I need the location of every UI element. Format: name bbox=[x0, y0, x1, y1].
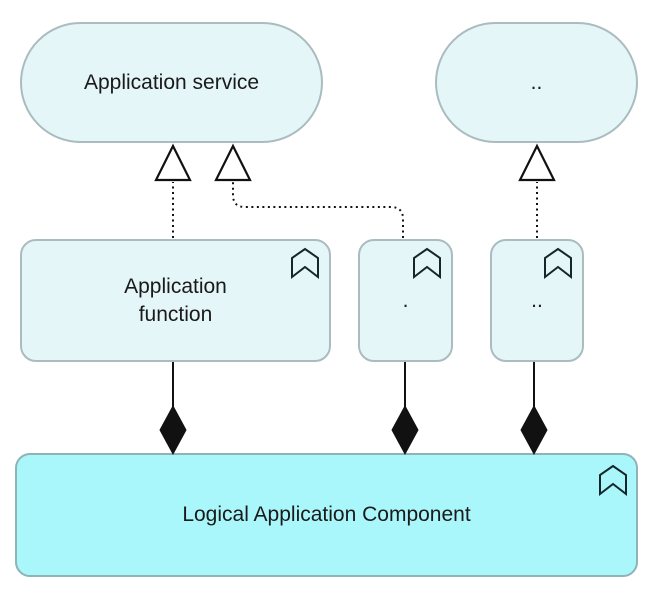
node-application-function-small-2: .. bbox=[490, 239, 584, 362]
filled-diamond bbox=[520, 404, 548, 456]
node-application-service-other-label: .. bbox=[530, 70, 543, 94]
composition-connector-1 bbox=[159, 362, 187, 456]
realization-connector-1 bbox=[154, 143, 192, 238]
composition-connector-2 bbox=[391, 362, 419, 456]
node-logical-application-component-label: Logical Application Component bbox=[182, 503, 471, 526]
filled-diamond bbox=[159, 404, 187, 456]
double-chevron-up-icon bbox=[599, 464, 627, 497]
hollow-triangle-arrowhead bbox=[154, 143, 192, 182]
double-chevron-up-icon bbox=[544, 247, 572, 280]
double-chevron-up-icon bbox=[291, 247, 319, 280]
composition-connector-3 bbox=[520, 362, 548, 456]
realization-line bbox=[232, 182, 404, 238]
node-application-function-label: Application function bbox=[124, 274, 227, 326]
hollow-triangle-arrowhead bbox=[214, 143, 252, 182]
node-application-function: Application function bbox=[20, 239, 331, 362]
realization-connector-3 bbox=[518, 143, 556, 238]
filled-diamond bbox=[391, 404, 419, 456]
node-application-service-other: .. bbox=[435, 22, 638, 143]
hollow-triangle-arrowhead bbox=[518, 143, 556, 182]
node-application-function-small-1: . bbox=[358, 239, 453, 362]
node-logical-application-component: Logical Application Component bbox=[15, 453, 638, 577]
node-application-function-small-1-label: . bbox=[402, 288, 409, 312]
double-chevron-up-icon bbox=[413, 247, 441, 280]
node-application-function-small-2-label: .. bbox=[531, 288, 543, 312]
realization-connector-2 bbox=[214, 143, 404, 238]
node-application-service: Application service bbox=[20, 22, 323, 143]
node-application-service-label: Application service bbox=[83, 70, 260, 94]
